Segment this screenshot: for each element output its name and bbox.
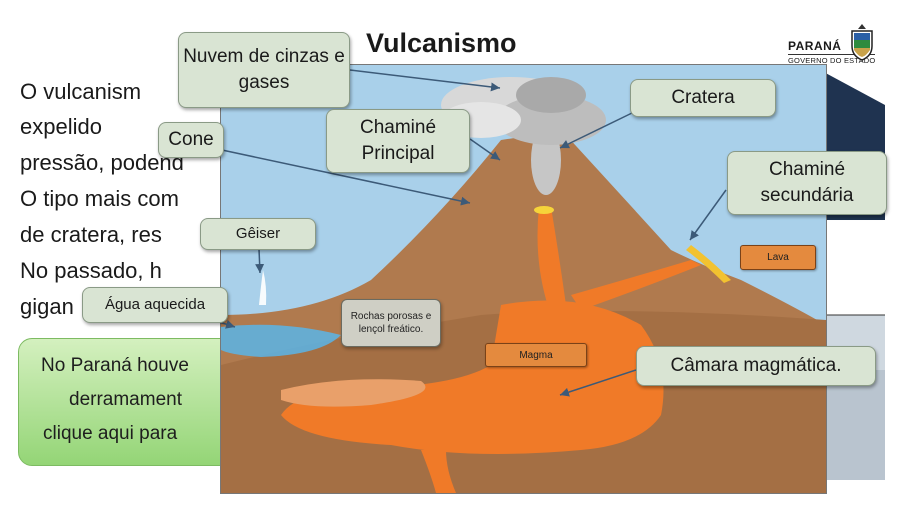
logo-brand: PARANÁ xyxy=(788,39,842,53)
green-box-line-3[interactable]: clique aqui para xyxy=(43,423,178,444)
background-photo-strip xyxy=(820,70,885,480)
callout-nuvem: Nuvem de cinzas e gases xyxy=(178,32,350,108)
coat-of-arms-icon xyxy=(851,24,873,61)
green-box-line-2: derramament xyxy=(69,389,182,410)
callout-chamine-secundaria: Chaminé secundária xyxy=(727,151,887,215)
paragraph-line-6: No passado, h xyxy=(20,258,162,283)
paragraph-line-3: pressão, podend xyxy=(20,150,184,175)
tag-lava: Lava xyxy=(740,245,816,270)
paragraph-line-7: gigan xyxy=(20,294,74,319)
logo-subtitle: GOVERNO DO ESTADO xyxy=(788,54,876,65)
callout-chamine-principal: Chaminé Principal xyxy=(326,109,470,173)
tag-magma: Magma xyxy=(485,343,587,367)
parana-logo: PARANÁ GOVERNO DO ESTADO xyxy=(788,22,878,66)
paragraph-line-1: O vulcanism xyxy=(20,79,142,104)
green-box-line-1: No Paraná houve xyxy=(41,355,189,376)
paragraph-line-4: O tipo mais com xyxy=(20,186,179,211)
callout-camara-magmatica: Câmara magmática. xyxy=(636,346,876,386)
paragraph-line-5: de cratera, res xyxy=(20,222,162,247)
callout-geiser: Gêiser xyxy=(200,218,316,250)
paragraph-line-2: expelido xyxy=(20,114,102,139)
callout-cratera: Cratera xyxy=(630,79,776,117)
page-title: Vulcanismo xyxy=(366,28,517,58)
callout-rochas-porosas: Rochas porosas e lençol freático. xyxy=(341,299,441,347)
callout-cone: Cone xyxy=(158,122,224,158)
volcano-diagram xyxy=(220,64,827,494)
callout-agua-aquecida: Água aquecida xyxy=(82,287,228,323)
